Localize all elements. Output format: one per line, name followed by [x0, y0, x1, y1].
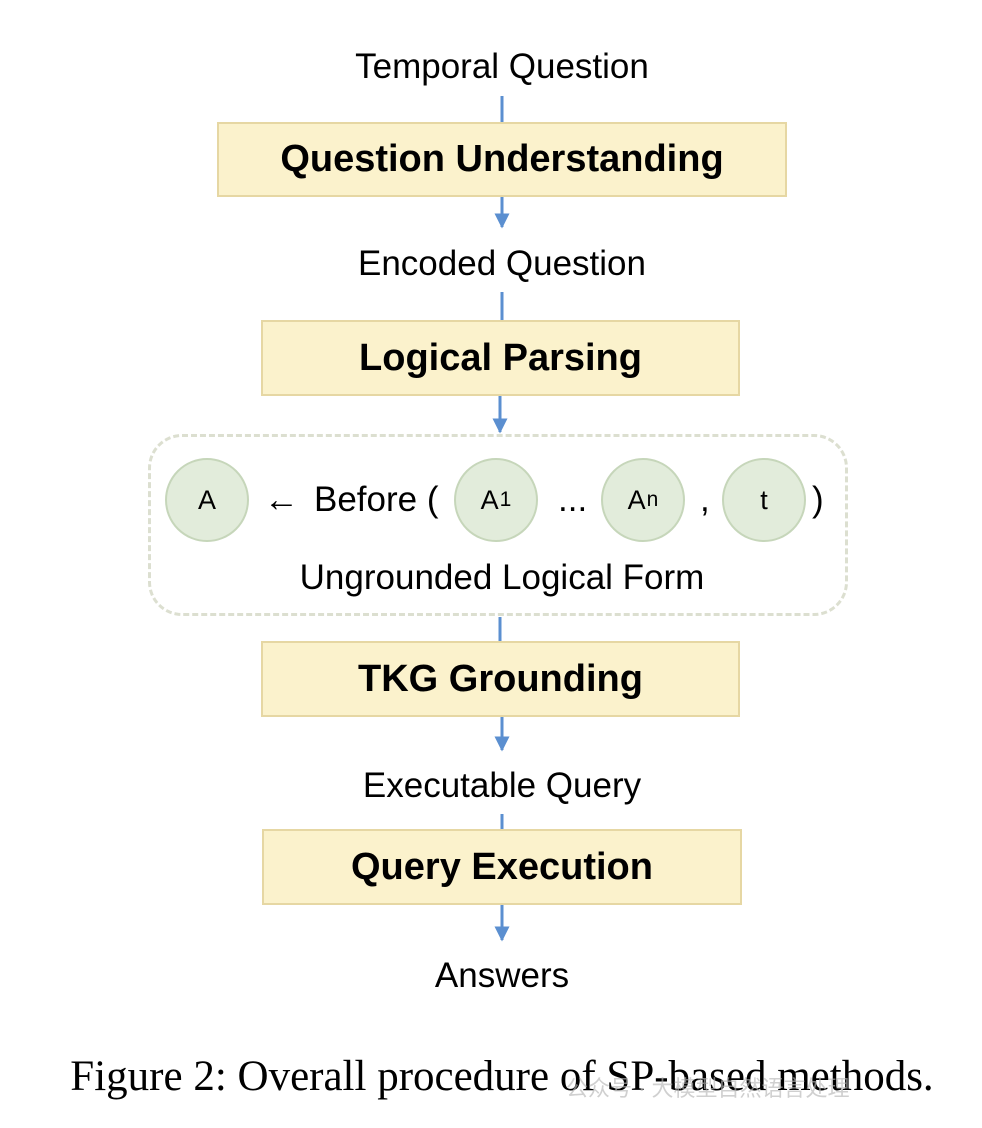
stage-logical-parsing: Logical Parsing — [261, 320, 740, 396]
stage-tkg-grounding: TKG Grounding — [261, 641, 740, 717]
node-time: t — [722, 458, 806, 542]
label-executable-query: Executable Query — [362, 766, 642, 805]
label-answers: Answers — [434, 956, 570, 995]
stage-tkg-grounding-label: TKG Grounding — [358, 657, 643, 700]
logical-form-frame — [148, 434, 848, 616]
stage-logical-parsing-label: Logical Parsing — [359, 336, 642, 379]
label-ungrounded-logical-form: Ungrounded Logical Form — [299, 558, 705, 597]
node-answer: A — [165, 458, 249, 542]
logical-form-ellipsis: ... — [558, 480, 588, 519]
logical-form-predicate: Before ( — [314, 480, 439, 519]
label-temporal-question: Temporal Question — [355, 47, 649, 86]
logical-form-arrow: ← — [264, 480, 299, 519]
stage-question-understanding-label: Question Understanding — [280, 138, 724, 180]
figure-caption: Figure 2: Overall procedure of SP-based … — [70, 1053, 934, 1100]
stage-query-execution: Query Execution — [262, 829, 742, 905]
stage-query-execution-label: Query Execution — [351, 845, 653, 888]
logical-form-close-paren: ) — [812, 480, 824, 519]
label-encoded-question: Encoded Question — [358, 244, 646, 283]
stage-question-understanding: Question Understanding — [217, 122, 787, 197]
logical-form-comma: , — [700, 480, 710, 519]
watermark: 公众号 · 大模型自然语言处理 — [566, 1076, 850, 1101]
